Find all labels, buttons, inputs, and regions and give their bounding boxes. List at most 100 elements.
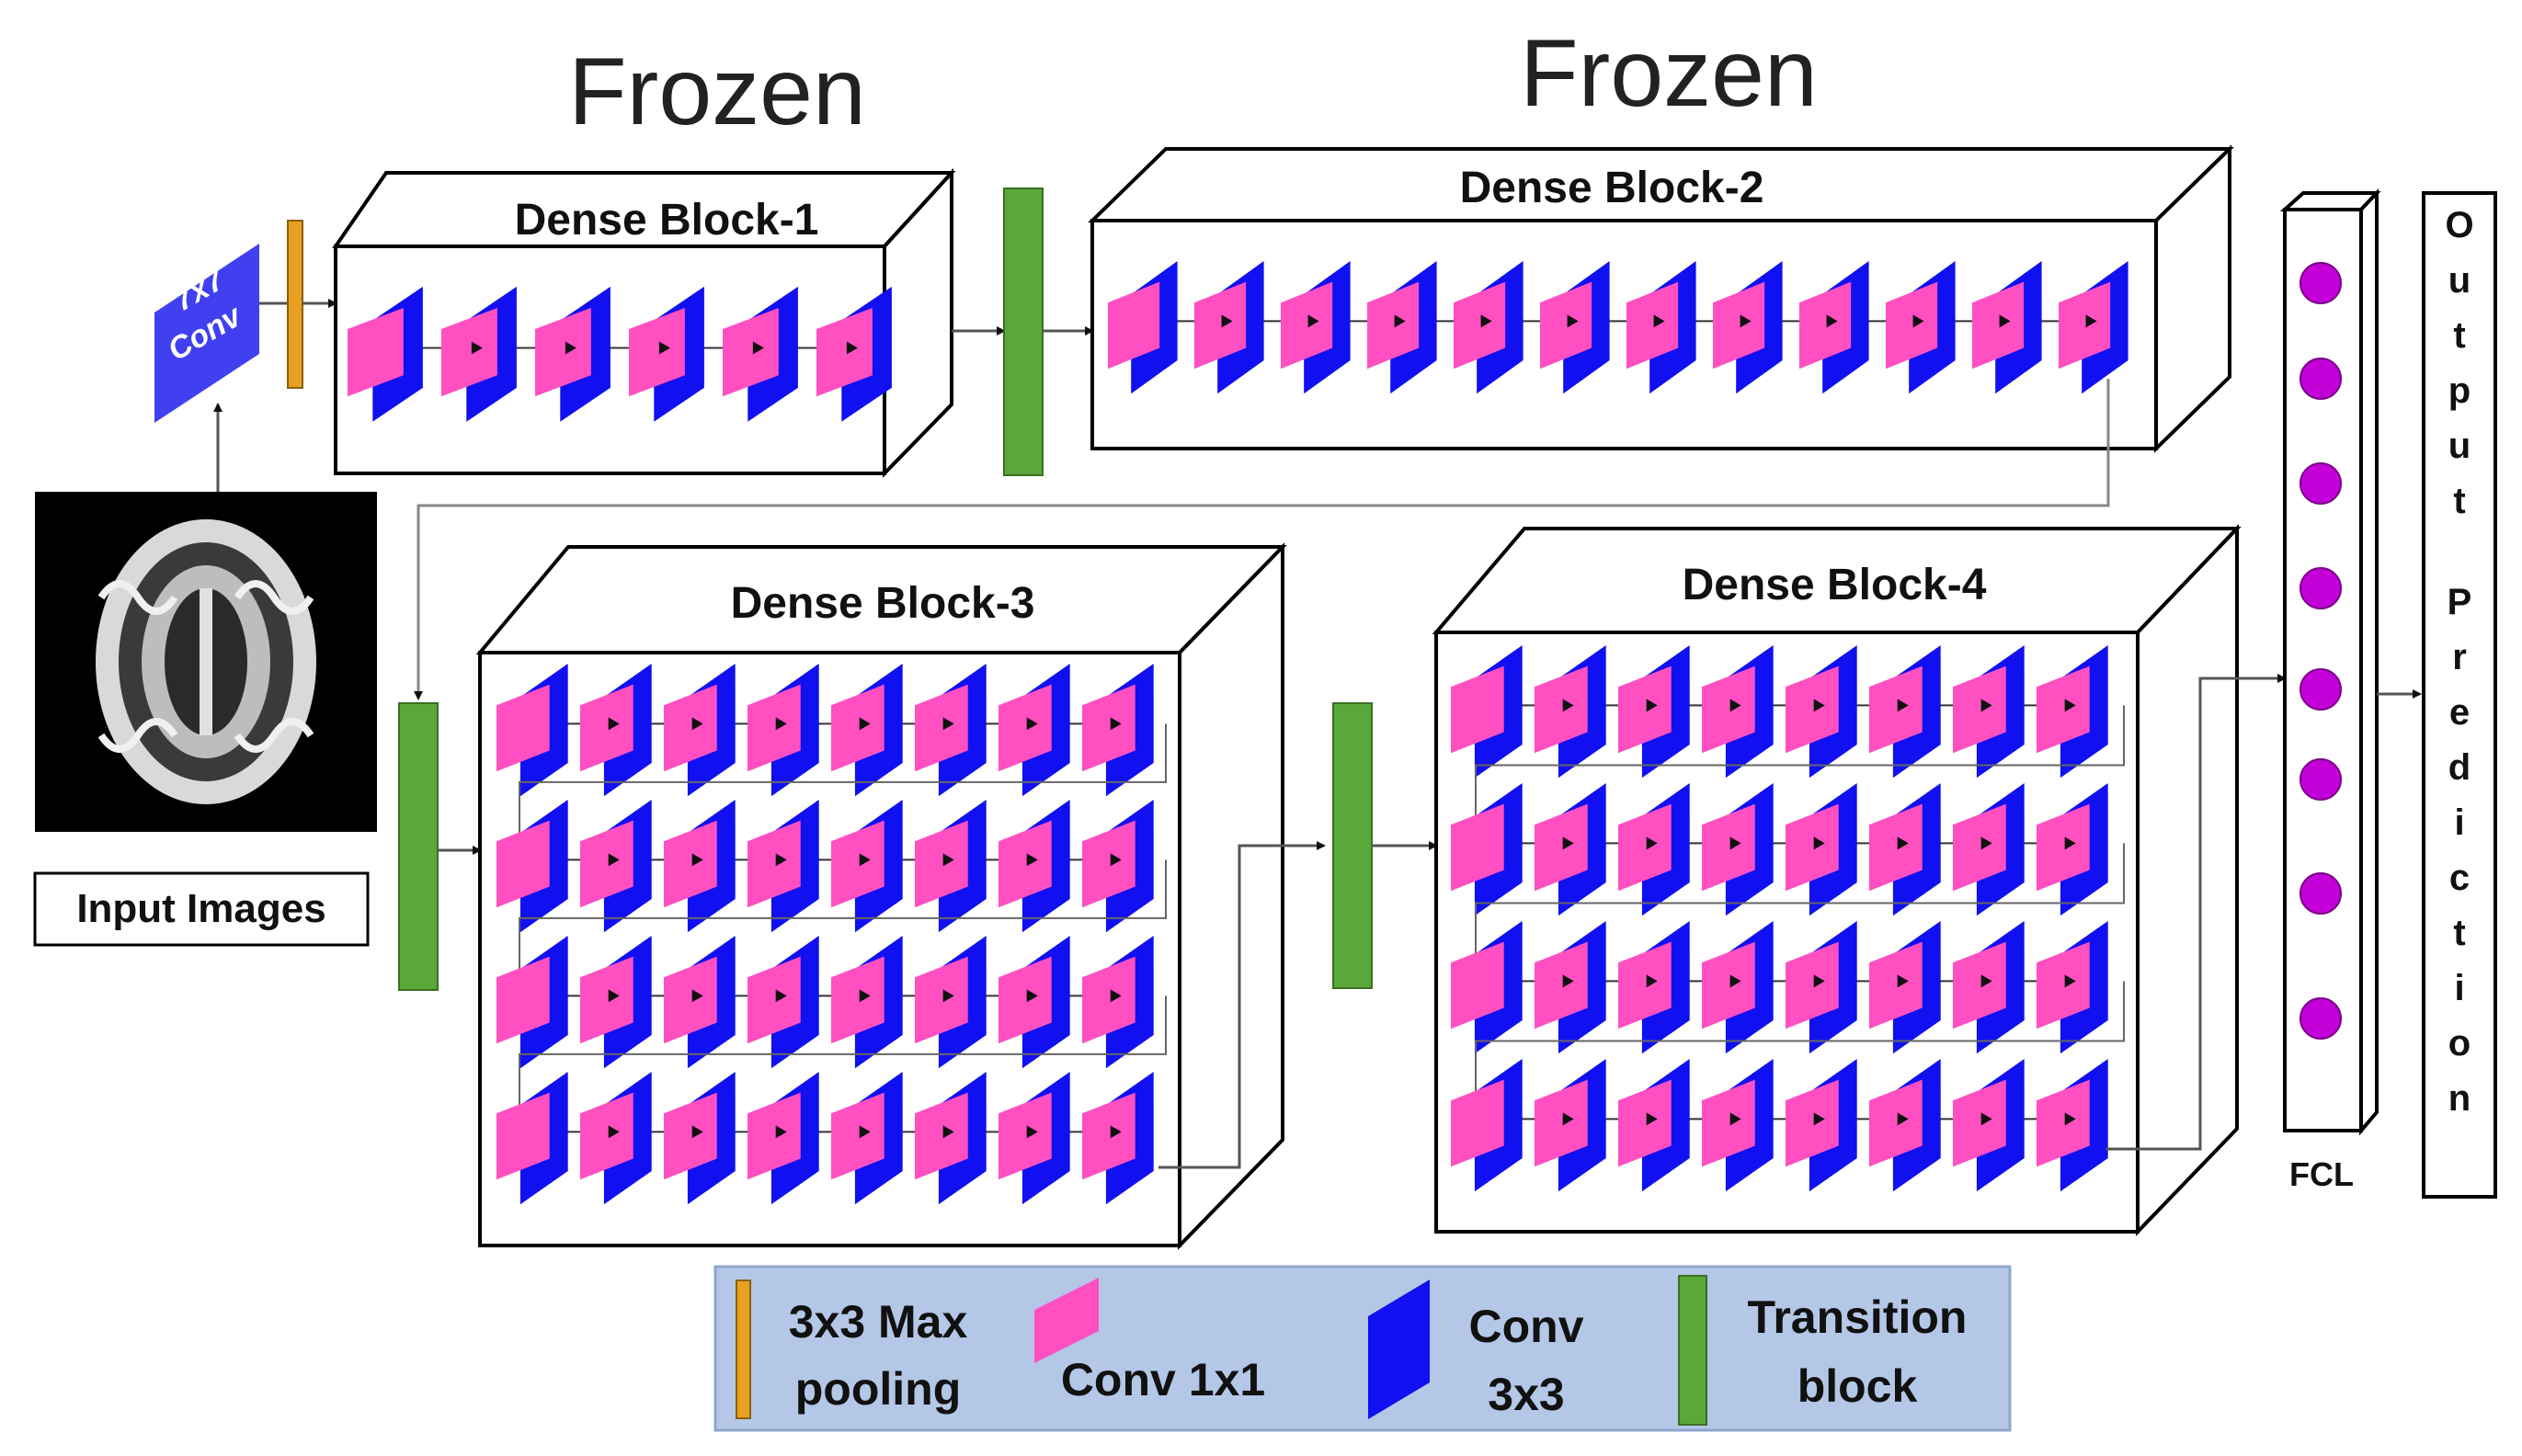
dense-unit [999,935,1070,1069]
legend-maxpool-label-1: 3x3 Max [789,1296,968,1348]
dense-unit [915,663,987,797]
dense-unit [441,286,517,422]
dense-arrow-head [1813,1112,1825,1126]
fcl-node [2299,668,2342,711]
fcl-node [2299,758,2342,801]
conv1x1-layer [580,1092,633,1180]
conv1x1-layer [723,307,779,397]
conv1x1-layer [1799,281,1852,370]
dense-arrow-head [1729,1112,1741,1126]
dense-arrow-head [608,717,620,731]
row-wrap-connector [1475,981,2125,1099]
dense-unit [580,1071,652,1205]
dense-arrow-head [1653,314,1665,328]
dense-unit [664,1071,736,1205]
dense-arrow-head [752,341,764,355]
dense-arrow-head [691,853,703,867]
dense-arrow-head [1394,314,1406,328]
conv1x1-layer [2059,281,2111,370]
input-image [35,492,377,832]
conv1x1-layer [1953,1079,2006,1167]
dense-unit [1702,920,1774,1054]
fcl-node [2299,358,2342,400]
dense-arrow-head [1480,314,1492,328]
conv1x1-layer [664,820,717,908]
conv1x1-layer [1618,1079,1672,1167]
conv1x1-layer [1702,665,1755,754]
conv1x1-layer [1451,1079,1504,1167]
row-wrap-connector [519,995,1167,1112]
dense-arrow-head [1646,974,1658,988]
dense-unit [1702,782,1774,916]
dense-arrow-head [691,717,703,731]
conv1x1-layer [816,307,873,397]
dense-arrow-head [608,989,620,1003]
conv1x1-layer [999,820,1052,908]
legend-background [713,1265,2012,1432]
conv1x1-layer [1786,665,1839,754]
conv1x1-layer [1535,1079,1588,1167]
dense-arrow-head [1740,314,1752,328]
dense-arrow-head [691,989,703,1003]
dense-unit [496,663,568,797]
dense-unit [999,1071,1070,1205]
transition-block-3 [1332,702,1373,989]
dense-arrow-head [1110,853,1122,867]
dense-unit [1953,644,2025,779]
dense-unit [664,935,736,1069]
transition-block-1 [1003,188,1044,476]
conv1x1-layer [1786,1079,1839,1167]
row-wrap-connector [519,723,1167,840]
legend-transition-label-1: Transition [1748,1291,1968,1343]
dense-unit [664,663,736,797]
dense-arrow-head [1221,314,1233,328]
dense-unit [1082,935,1154,1069]
dense-arrow-head [691,1125,703,1139]
conv1x1-layer [1082,820,1135,908]
legend-transition-label-2: block [1797,1360,1918,1412]
dense-unit [999,663,1070,797]
conv1x1-layer [2037,803,2090,892]
dense-unit [831,935,903,1069]
dense-unit [1799,260,1869,394]
dense-unit [580,935,652,1069]
dense-block-4-title: Dense Block-4 [1683,561,1987,609]
dense-unit [1540,260,1610,394]
dense-arrow-head [1110,717,1122,731]
conv1x1-layer [1618,803,1672,892]
dense-unit [535,286,611,422]
dense-arrow-head [1562,699,1574,712]
dense-arrow-head [1646,1112,1658,1126]
dense-unit [1886,260,1956,394]
dense-arrow-head [1562,1112,1574,1126]
dense-unit [580,663,652,797]
dense-unit [1535,644,1606,779]
fcl-node [2299,462,2342,505]
conv1x1-layer [747,820,801,908]
conv1x1-layer [1454,281,1506,370]
dense-block-1: Dense Block-1 [332,167,956,478]
dense-unit [747,935,819,1069]
conv1x1-layer [831,820,884,908]
dense-arrow-head [1646,699,1658,712]
dense-arrow-head [565,341,576,355]
conv1x1-layer [664,684,717,772]
dense-arrow-head [2064,974,2076,988]
dense-arrow-head [608,1125,620,1139]
conv1x1-layer [1702,1079,1755,1167]
dense-arrow-head [1562,974,1574,988]
dense-unit [1082,799,1154,933]
dense-arrow-head [1729,699,1741,712]
conv1x1-layer [1535,803,1588,892]
dense-unit [747,1071,819,1205]
dense-unit [1082,1071,1154,1205]
dense-arrow-head [859,853,871,867]
dense-unit [831,663,903,797]
dense-unit [2037,782,2108,916]
legend-maxpool-swatch [736,1280,751,1419]
dense-unit [1451,782,1523,916]
dense-arrow-head [846,341,858,355]
dense-unit [999,799,1070,933]
conv1x1-layer [1869,1079,1923,1167]
